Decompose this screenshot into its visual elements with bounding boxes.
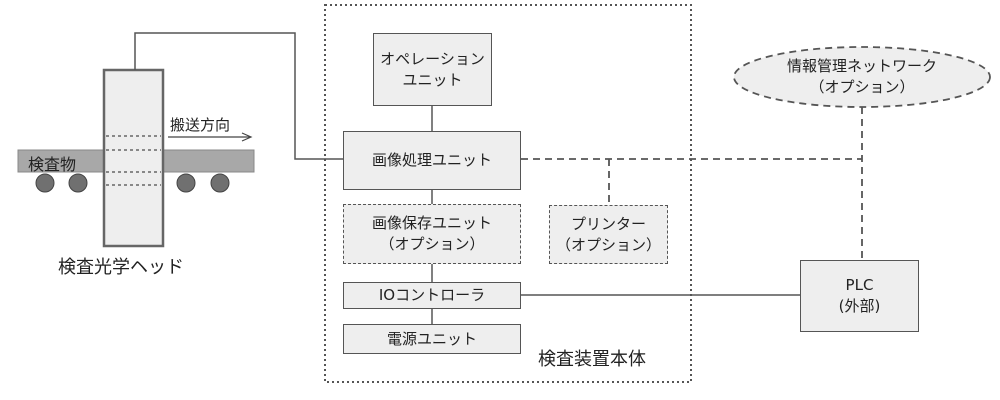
- image-storage-unit: 画像保存ユニット （オプション）: [343, 204, 521, 264]
- network-ellipse: [733, 46, 991, 108]
- optical-head-caption: 検査光学ヘッド: [58, 257, 184, 278]
- main-unit-label: 検査装置本体: [538, 349, 646, 370]
- optical-head: [102, 68, 165, 248]
- plc-box: PLC (外部): [800, 260, 919, 332]
- roller: [176, 173, 196, 193]
- object-label: 検査物: [28, 155, 77, 174]
- network-label: 情報管理ネットワーク （オプション）: [786, 57, 937, 96]
- io-controller: IOコントローラ: [343, 282, 521, 309]
- power-unit: 電源ユニット: [343, 324, 521, 354]
- roller: [68, 173, 88, 193]
- roller: [210, 173, 230, 193]
- printer-unit: プリンター （オプション）: [549, 205, 668, 264]
- direction-label: 搬送方向: [170, 116, 231, 134]
- head-cable: [134, 32, 343, 160]
- main-unit-frame: [324, 4, 692, 383]
- operation-unit: オペレーション ユニット: [373, 33, 492, 106]
- roller: [35, 173, 55, 193]
- image-processing-unit: 画像処理ユニット: [343, 131, 521, 190]
